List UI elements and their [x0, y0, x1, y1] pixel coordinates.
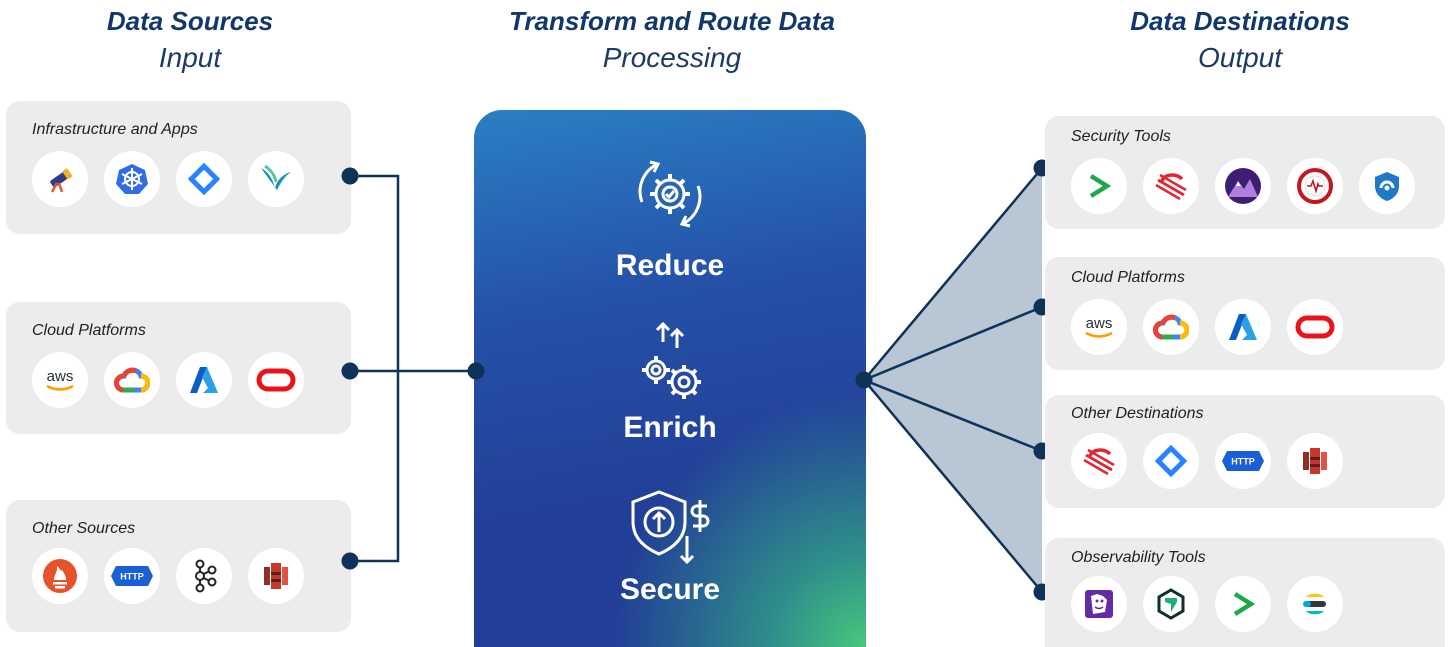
panel-title: Cloud Platforms [1071, 269, 1185, 286]
green-hex-icon [1143, 576, 1199, 632]
source-dot-2 [341, 362, 359, 380]
panel-title: Other Destinations [1071, 405, 1204, 422]
panel-title: Other Sources [32, 520, 136, 537]
s3-bucket-icon [1287, 433, 1343, 489]
source-dot-1 [341, 167, 359, 185]
chevron-green-icon [1071, 158, 1127, 214]
dest-panel-security: Security Tools [1045, 116, 1445, 229]
step-enrich: Enrich [474, 320, 866, 445]
dest-connector-2 [863, 305, 1043, 382]
aws-text: aws [47, 368, 74, 385]
s3-bucket-icon [248, 548, 304, 604]
blue-shield-icon [1359, 158, 1415, 214]
step-reduce: Reduce [474, 144, 866, 283]
azure-icon [176, 352, 232, 408]
dest-panel-cloud: Cloud Platforms aws [1045, 257, 1445, 370]
dest-connector-1 [863, 167, 1043, 381]
chevron-green-icon [1215, 576, 1271, 632]
kafka-icon [176, 548, 232, 604]
aws-icon: aws [1071, 299, 1127, 355]
http-text: HTTP [120, 572, 144, 582]
step-label: Reduce [615, 249, 725, 282]
source-panel-cloud: Cloud Platforms aws [6, 302, 351, 434]
datadog-icon [1071, 576, 1127, 632]
processing-subtitle: Processing [602, 42, 742, 73]
panel-title: Observability Tools [1071, 549, 1206, 566]
step-label: Enrich [623, 411, 717, 444]
prometheus-icon [32, 548, 88, 604]
source-connector-1 [350, 174, 400, 563]
panel-title: Infrastructure and Apps [32, 121, 198, 138]
kubernetes-icon [104, 151, 160, 207]
aws-text: aws [1086, 315, 1113, 332]
destinations-header: Data Destinations Output [1090, 4, 1390, 78]
processing-input-dot [467, 362, 485, 380]
dest-panel-observability: Observability Tools [1045, 538, 1445, 647]
oracle-icon [248, 352, 304, 408]
processing-output-dot [855, 371, 873, 389]
processing-header: Transform and Route Data Processing [452, 4, 892, 78]
elastic-icon [1287, 576, 1343, 632]
jira-diamond-icon [1143, 433, 1199, 489]
gears-arrows-icon [474, 320, 866, 411]
http-icon: HTTP [1215, 433, 1271, 489]
step-label: Secure [619, 573, 721, 606]
dest-connector-3 [863, 378, 1043, 453]
shield-dollar-icon [474, 488, 866, 573]
http-text: HTTP [1231, 457, 1255, 467]
http-icon: HTTP [104, 548, 160, 604]
purple-mountain-icon [1215, 158, 1271, 214]
sources-title: Data Sources [106, 6, 274, 36]
google-cloud-icon [1143, 299, 1199, 355]
destinations-subtitle: Output [1197, 42, 1283, 73]
red-c-icon [1143, 158, 1199, 214]
sources-subtitle: Input [158, 42, 222, 73]
azure-icon [1215, 299, 1271, 355]
processing-title: Transform and Route Data [508, 6, 835, 36]
google-cloud-icon [104, 352, 160, 408]
dest-connector-4 [863, 379, 1043, 593]
telescope-icon [32, 151, 88, 207]
gear-cycle-icon [474, 144, 866, 249]
source-panel-infrastructure: Infrastructure and Apps [6, 101, 351, 234]
source-panel-other: Other Sources HTTP [6, 500, 351, 632]
red-pulse-icon [1287, 158, 1343, 214]
aws-icon: aws [32, 352, 88, 408]
jira-diamond-icon [176, 151, 232, 207]
source-dot-3 [341, 552, 359, 570]
panel-title: Cloud Platforms [32, 322, 146, 339]
step-secure: Secure [474, 488, 866, 607]
sources-header: Data Sources Input [40, 4, 340, 78]
red-c-icon [1071, 433, 1127, 489]
destinations-title: Data Destinations [1130, 6, 1350, 36]
destination-fan-fill [864, 168, 1042, 592]
hummingbird-icon [248, 151, 304, 207]
panel-title: Security Tools [1071, 128, 1171, 145]
processing-box: Reduce Enrich Secure [474, 110, 866, 647]
dest-panel-other: Other Destinations HTTP [1045, 395, 1445, 508]
oracle-icon [1287, 299, 1343, 355]
